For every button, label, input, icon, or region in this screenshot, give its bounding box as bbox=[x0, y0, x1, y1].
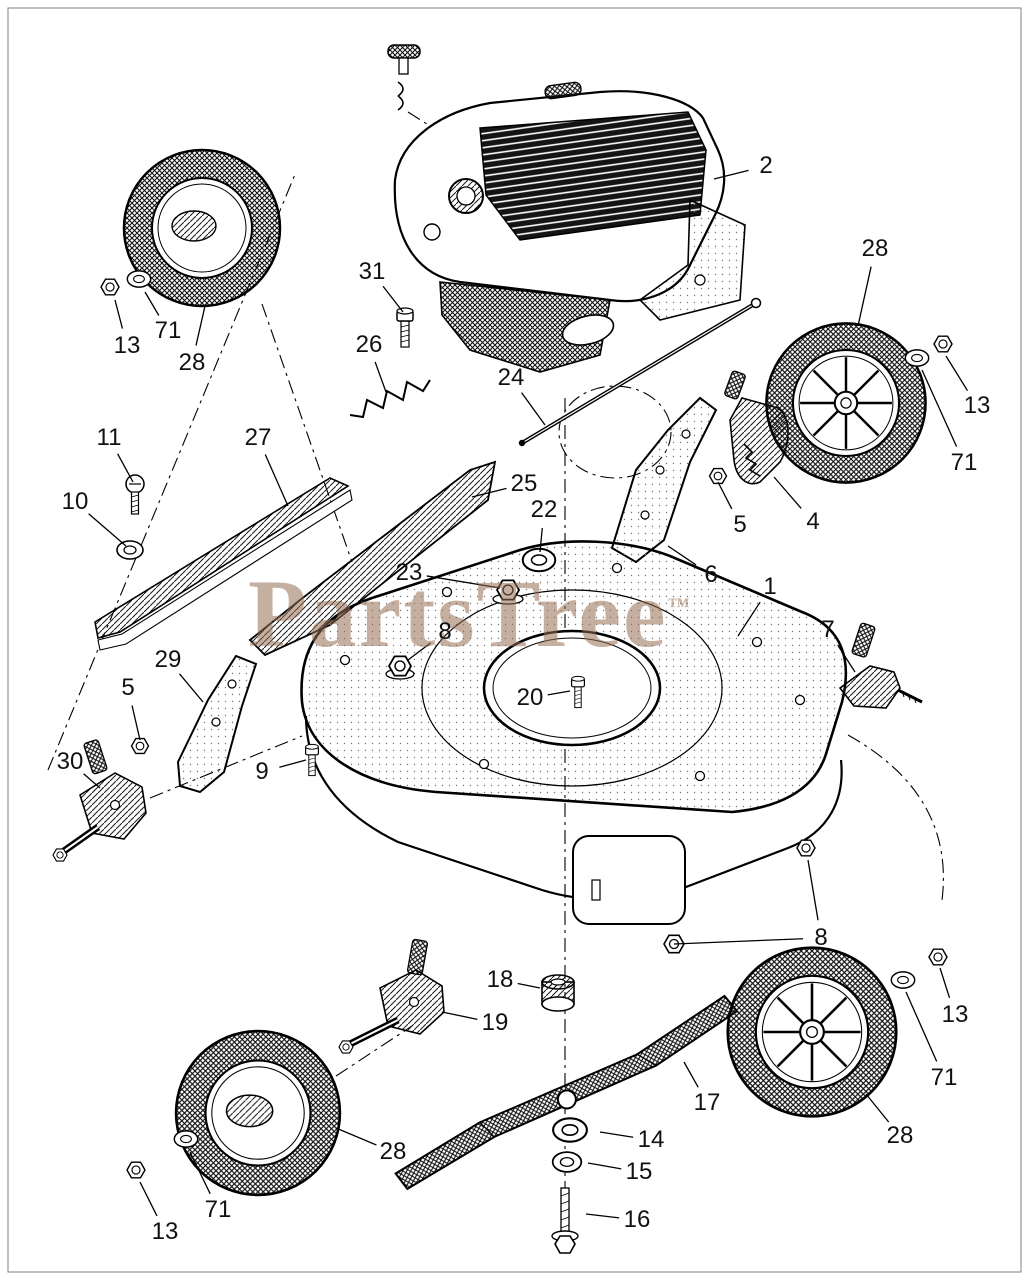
leader-line bbox=[585, 1213, 620, 1219]
leader-line bbox=[773, 476, 802, 509]
wheel-rear-left bbox=[174, 1029, 342, 1197]
baffle-rail bbox=[94, 477, 353, 651]
nut bbox=[130, 737, 150, 755]
leader-line bbox=[713, 169, 749, 180]
wheel-nut bbox=[126, 1161, 146, 1179]
engine-block bbox=[439, 281, 611, 373]
leader-line bbox=[195, 305, 206, 346]
flange-nut bbox=[796, 839, 816, 857]
leader-line bbox=[279, 759, 307, 768]
wheel-front-right bbox=[765, 322, 927, 484]
leader-line bbox=[382, 285, 404, 313]
oil-cap-icon bbox=[387, 44, 421, 111]
screw bbox=[125, 474, 145, 515]
page-border bbox=[7, 7, 1022, 1273]
leader-line bbox=[335, 1127, 377, 1146]
leader-line bbox=[426, 575, 501, 589]
leader-line bbox=[189, 1151, 211, 1195]
engine-side-shroud bbox=[638, 198, 746, 321]
leader-line bbox=[547, 690, 571, 696]
bracket-plate bbox=[610, 396, 718, 564]
blade-washer bbox=[551, 1151, 583, 1173]
wheel-nut bbox=[933, 335, 953, 353]
rear-skirt bbox=[572, 835, 686, 925]
leader-line bbox=[374, 361, 387, 393]
spacer-bushing bbox=[541, 974, 575, 1012]
wheel-adjuster-front-left bbox=[52, 739, 147, 862]
leader-lines bbox=[83, 169, 969, 1219]
adjuster-knob bbox=[724, 370, 746, 400]
watermark: PartsTree™ bbox=[248, 566, 692, 662]
leader-line bbox=[441, 1011, 478, 1020]
nut-with-washer bbox=[492, 579, 524, 605]
leader-line bbox=[599, 1131, 634, 1138]
spring bbox=[349, 379, 431, 419]
leader-line bbox=[683, 1061, 699, 1088]
wheel-rear-right bbox=[726, 946, 898, 1118]
bolt bbox=[305, 743, 319, 777]
leader-line bbox=[737, 601, 761, 637]
washer bbox=[116, 540, 144, 560]
leader-line bbox=[865, 1093, 890, 1123]
nut bbox=[708, 467, 728, 485]
leader-line bbox=[673, 938, 804, 945]
leader-line bbox=[717, 481, 733, 510]
leader-line bbox=[407, 642, 432, 661]
engine-assembly bbox=[387, 44, 746, 373]
wheel-washer bbox=[890, 971, 916, 989]
wheel-nut bbox=[928, 948, 948, 966]
blade-washer bbox=[552, 1117, 588, 1143]
leader-line bbox=[905, 991, 938, 1062]
wheel-washer bbox=[173, 1130, 199, 1148]
leader-line bbox=[83, 773, 101, 789]
leader-line bbox=[587, 1162, 622, 1170]
bracket-plate-left bbox=[176, 654, 258, 794]
blade-bolt bbox=[551, 1187, 579, 1254]
leader-line bbox=[88, 513, 127, 547]
leader-line bbox=[807, 859, 819, 921]
height-adjuster bbox=[838, 622, 923, 709]
leader-line bbox=[117, 453, 134, 483]
muffler bbox=[561, 314, 615, 346]
control-rod bbox=[518, 297, 762, 447]
leader-line bbox=[144, 291, 160, 316]
watermark-tm: ™ bbox=[667, 593, 692, 618]
leader-line bbox=[667, 545, 697, 566]
leader-line bbox=[264, 454, 289, 507]
leader-line bbox=[857, 266, 872, 327]
leader-line bbox=[939, 967, 951, 999]
leader-line bbox=[521, 392, 546, 426]
leader-line bbox=[131, 705, 141, 741]
watermark-text: PartsTree bbox=[248, 560, 668, 667]
flange-nut bbox=[385, 655, 415, 680]
wheel-adjuster-rear-left bbox=[338, 938, 445, 1054]
leader-line bbox=[471, 487, 507, 498]
leader-line bbox=[179, 673, 204, 703]
bolt bbox=[396, 307, 414, 348]
wheel-washer bbox=[904, 349, 930, 367]
baffle-panel bbox=[248, 460, 497, 657]
leader-line bbox=[517, 982, 541, 989]
leader-line bbox=[837, 644, 856, 673]
starter-handle bbox=[544, 81, 582, 100]
leader-line bbox=[921, 369, 958, 447]
wheel-nut bbox=[100, 278, 120, 296]
leader-line bbox=[945, 355, 969, 392]
leader-line bbox=[539, 527, 543, 553]
leader-line bbox=[114, 299, 124, 329]
fuel-cap-icon bbox=[448, 178, 484, 214]
leader-line bbox=[139, 1181, 158, 1217]
wheel-washer bbox=[126, 270, 152, 288]
